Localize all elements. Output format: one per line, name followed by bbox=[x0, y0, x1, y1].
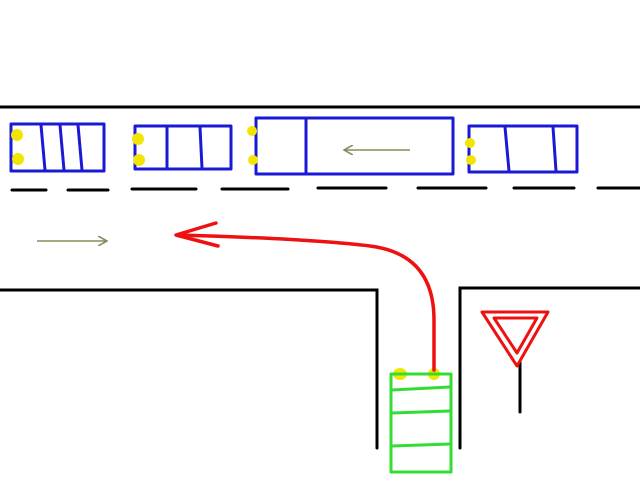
headlight bbox=[12, 153, 24, 165]
car-body bbox=[467, 124, 579, 174]
yield-sign-inner bbox=[492, 316, 539, 355]
car-3 bbox=[467, 124, 579, 174]
headlight bbox=[11, 129, 23, 141]
headlight bbox=[247, 126, 257, 136]
green-car-seat-line bbox=[391, 409, 451, 415]
bus-body bbox=[254, 116, 455, 176]
green-car-seat-line bbox=[391, 385, 451, 392]
road-bottom-left-edge bbox=[0, 288, 379, 450]
car-seat-line bbox=[551, 126, 558, 172]
direction-arrows bbox=[37, 150, 410, 241]
car-1 bbox=[9, 122, 106, 173]
yield-sign bbox=[480, 310, 550, 414]
lane-divider bbox=[10, 186, 640, 192]
car-body bbox=[133, 124, 233, 171]
road-bottom-right-edge bbox=[458, 286, 640, 450]
green-car-seat-line bbox=[391, 442, 451, 448]
headlights bbox=[11, 126, 476, 380]
car-seat-line bbox=[58, 124, 66, 171]
turn-path bbox=[174, 221, 436, 372]
road-edges bbox=[0, 105, 640, 450]
yield-sign-outer bbox=[480, 310, 550, 368]
car-seat-line bbox=[198, 126, 204, 169]
headlight bbox=[465, 138, 475, 148]
green-car bbox=[389, 372, 453, 474]
headlight bbox=[466, 155, 476, 165]
headlight bbox=[133, 154, 145, 166]
left-turn-arrow-line bbox=[176, 233, 436, 372]
green-car-body bbox=[389, 372, 453, 474]
main-road-cars bbox=[9, 116, 579, 176]
headlight bbox=[132, 133, 144, 145]
car-body bbox=[9, 122, 106, 173]
car-seat-line bbox=[76, 124, 84, 171]
car-seat-line bbox=[39, 124, 47, 171]
left-turn-arrow-head bbox=[174, 221, 220, 248]
car-2 bbox=[133, 124, 233, 171]
car-seat-line bbox=[503, 126, 511, 172]
bus bbox=[254, 116, 455, 176]
headlight bbox=[248, 155, 258, 165]
